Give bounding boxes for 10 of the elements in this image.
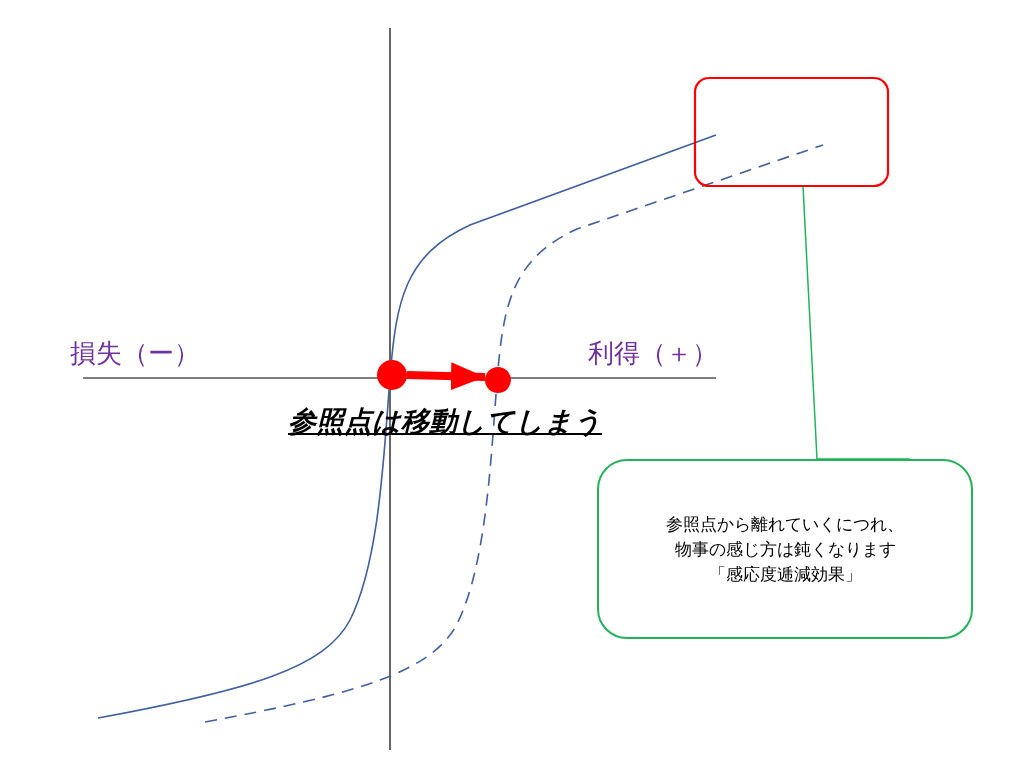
highlight-box (693, 76, 890, 188)
callout-box (597, 459, 973, 639)
arrow (406, 362, 486, 391)
reference-point-dot (377, 360, 407, 390)
term-text: 「感応度逓減効果」 (708, 562, 862, 586)
callout-tail (802, 185, 911, 460)
axis-label: 損失（ー） (70, 337, 200, 370)
callout-text: 参照点から離れていくにつれ、物事の感じ方は鈍くなります (665, 512, 905, 561)
reference-point-dot (485, 367, 511, 393)
axis-label: 利得（＋） (588, 337, 718, 370)
